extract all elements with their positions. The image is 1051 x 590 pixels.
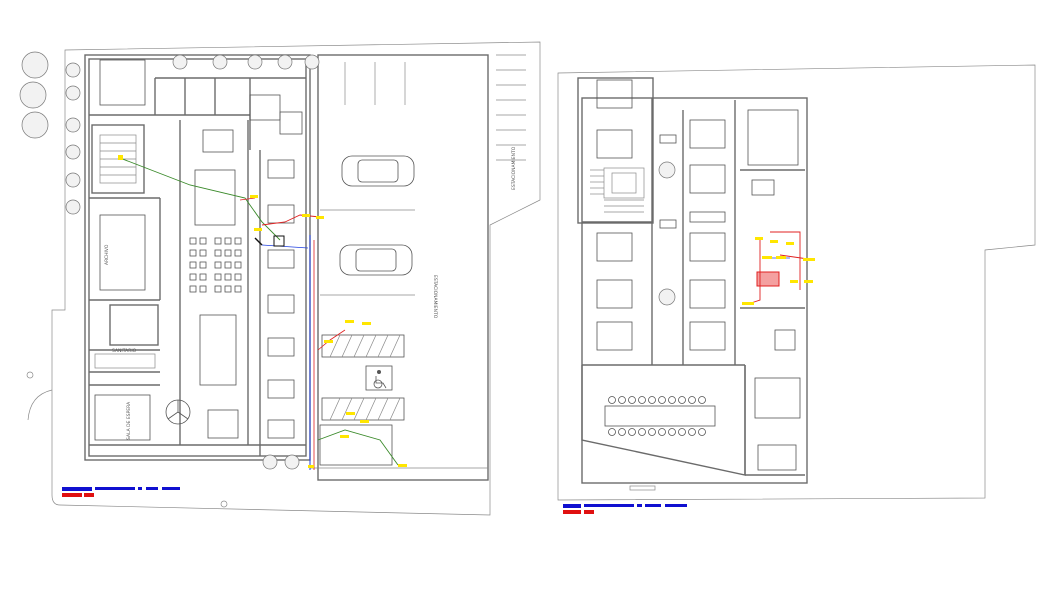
tree-icon (19, 51, 320, 470)
left-building-outline (84, 54, 311, 461)
car-icon (341, 155, 415, 187)
archive-label: ARCHIVO (104, 244, 110, 265)
cable-tags-left (118, 155, 407, 468)
accessible-parking-icon (365, 365, 393, 391)
pedestrian-crossing (321, 334, 405, 358)
left-building-inner (88, 58, 307, 457)
car-icon-2 (339, 244, 413, 276)
sanitary-label: SANITARIO (112, 348, 137, 354)
chair-grid (189, 237, 242, 293)
stair-icon-2 (590, 167, 645, 213)
network-cabling-right (747, 231, 816, 305)
left-title-block (62, 487, 180, 497)
boardroom-table (604, 396, 716, 436)
pedestrian-crossing-2 (321, 397, 405, 421)
electrical-room (756, 271, 780, 287)
plants-right (658, 134, 677, 306)
network-cabling-left (119, 157, 399, 470)
workstations-right (596, 79, 801, 471)
brand-logo-icon (165, 399, 191, 425)
boardroom-outline (581, 365, 746, 476)
left-site-curve (27, 389, 53, 421)
parking-label: ESTACIONAMIENTO (432, 275, 438, 319)
right-floor-plan (557, 64, 1036, 514)
stair-well (91, 124, 145, 194)
cable-tags-right (742, 237, 815, 305)
left-floor-plan: ESTACIONAMIENTO ESTACIONAMIENTO ARCHIVO … (19, 41, 541, 516)
right-site-boundary (557, 64, 1036, 501)
archive-room (109, 304, 159, 346)
right-title-block (563, 504, 687, 514)
accessible-bay (319, 424, 393, 466)
parking-area (317, 54, 489, 481)
right-building-outline (581, 97, 808, 484)
survey-point (26, 371, 34, 379)
left-site-boundary (51, 41, 541, 516)
workstations-left (94, 59, 303, 441)
right-stair-block (577, 77, 654, 224)
parking-side-label: ESTACIONAMIENTO (511, 146, 517, 190)
waiting-label: SALA DE ESPERA (126, 401, 132, 440)
survey-point-2 (220, 500, 228, 508)
